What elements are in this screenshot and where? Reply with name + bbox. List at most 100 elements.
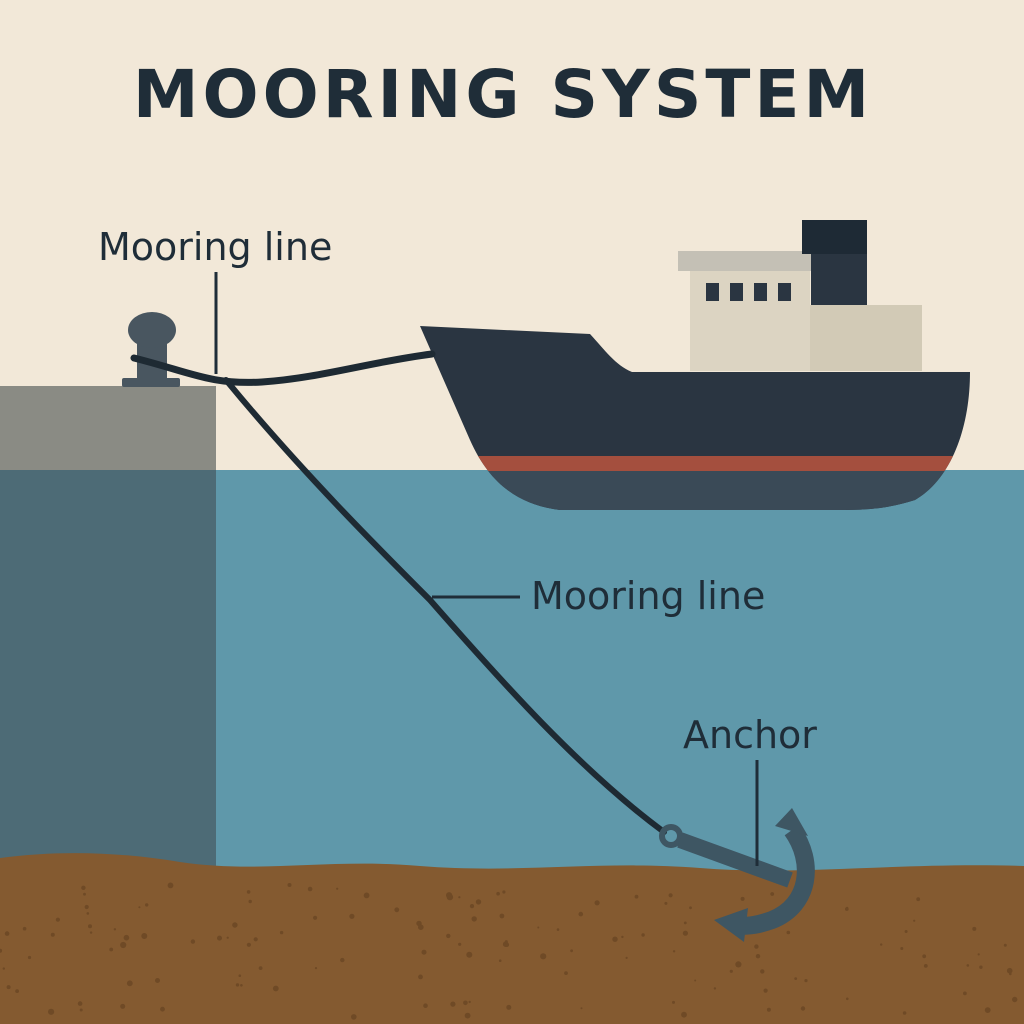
seabed-speck (682, 930, 689, 936)
seabed-speck (694, 979, 697, 982)
pier-submerged (0, 470, 216, 870)
seabed-speck (972, 926, 977, 931)
seabed-speck (496, 891, 500, 896)
mooring-line-top-callout: Mooring line (98, 225, 332, 374)
seabed-speck (668, 893, 673, 898)
seabed-speck (15, 989, 19, 993)
seabed-speck (754, 944, 759, 949)
mooring-lines (130, 350, 667, 835)
ship-windows (706, 283, 791, 301)
seabed-speck (625, 956, 628, 960)
seabed-speck (109, 947, 114, 952)
seabed-speck (141, 933, 148, 939)
seabed-speck (466, 951, 473, 958)
seabed-speck (504, 942, 510, 947)
seabed-speck (564, 971, 568, 975)
seabed-speck (504, 940, 508, 944)
seabed-speck (672, 1000, 675, 1004)
ship-funnel-top (802, 220, 867, 254)
seabed-speck (123, 934, 130, 941)
seabed-speck (966, 964, 970, 967)
seabed-speck (763, 988, 768, 993)
seabed-speck (641, 933, 645, 937)
seabed-speck (336, 887, 339, 890)
ship-waterline-stripe (420, 456, 970, 471)
seabed-speck (1006, 967, 1013, 974)
seabed-speck (1012, 996, 1018, 1003)
seabed-speck (120, 1003, 126, 1009)
seabed-speck (77, 1001, 83, 1006)
seabed-speck (138, 906, 141, 909)
seabed-speck (232, 922, 238, 928)
seabed-speck (800, 1006, 806, 1011)
ship-window (754, 283, 767, 301)
seabed-speck (770, 892, 775, 896)
seabed-speck (313, 915, 318, 920)
anchor-icon (659, 808, 815, 942)
seabed-speck (499, 913, 505, 919)
seabed-speck (804, 979, 808, 983)
seabed-speck (81, 885, 86, 890)
ship-window (706, 283, 719, 301)
seabed-speck (570, 949, 573, 953)
seabed-speck (621, 935, 624, 939)
seabed-texture (0, 882, 1018, 1020)
seabed-speck (89, 931, 93, 934)
seabed-speck (922, 954, 927, 959)
seabed-speck (314, 967, 318, 970)
seabed-speck (902, 1011, 907, 1015)
seabed-speck (84, 904, 89, 910)
seabed-speck (22, 926, 27, 931)
seabed-speck (498, 959, 502, 962)
seabed-speck (217, 935, 222, 941)
seabed-speck (540, 953, 547, 960)
seabed-speck (984, 1007, 991, 1013)
seabed-speck (235, 983, 240, 987)
seabed-speck (418, 974, 423, 980)
anchor-ring (659, 824, 683, 848)
ship-cabin (690, 262, 810, 371)
seabed-speck (272, 985, 279, 992)
mooring-line-anchor (223, 377, 667, 835)
mooring-line-mid-callout: Mooring line (432, 574, 765, 618)
seabed-speck (1009, 972, 1012, 976)
pier-top (0, 386, 216, 472)
seabed-speck (50, 932, 55, 937)
seabed-speck (120, 941, 127, 949)
seabed-speck (916, 897, 921, 902)
seabed-speck (846, 997, 849, 1001)
seabed-speck (113, 928, 117, 931)
seabed-speck (900, 947, 904, 950)
seabed-speck (672, 950, 676, 953)
mooring-line-mid-label: Mooring line (531, 574, 765, 618)
anchor-fluke-top (775, 808, 808, 836)
seabed-speck (226, 936, 229, 939)
mooring-line-top-label: Mooring line (98, 225, 332, 269)
seabed-speck (760, 969, 765, 974)
seabed-speck (160, 1006, 165, 1012)
seabed-speck (729, 969, 733, 973)
seabed-speck (471, 916, 477, 922)
seabed-speck (681, 1011, 687, 1018)
seabed-speck (421, 949, 427, 955)
seabed-speck (27, 955, 32, 960)
bollard-icon (122, 312, 180, 387)
seabed-speck (634, 894, 639, 899)
seabed-speck (755, 954, 761, 959)
seabed-speck (55, 917, 61, 922)
seabed-speck (238, 974, 242, 977)
seabed-speck (463, 1000, 468, 1006)
seabed-speck (83, 892, 86, 896)
seabed (0, 853, 1024, 1024)
seabed-speck (794, 977, 798, 980)
seabed-speck (537, 926, 540, 929)
seabed-speck (240, 984, 243, 987)
seabed-speck (340, 957, 345, 963)
seabed-speck (913, 919, 916, 922)
seabed-speck (612, 936, 618, 942)
seabed-speck (253, 937, 258, 942)
seabed-speck (963, 991, 967, 996)
seabed-speck (126, 980, 133, 987)
seabed-speck (287, 883, 292, 887)
